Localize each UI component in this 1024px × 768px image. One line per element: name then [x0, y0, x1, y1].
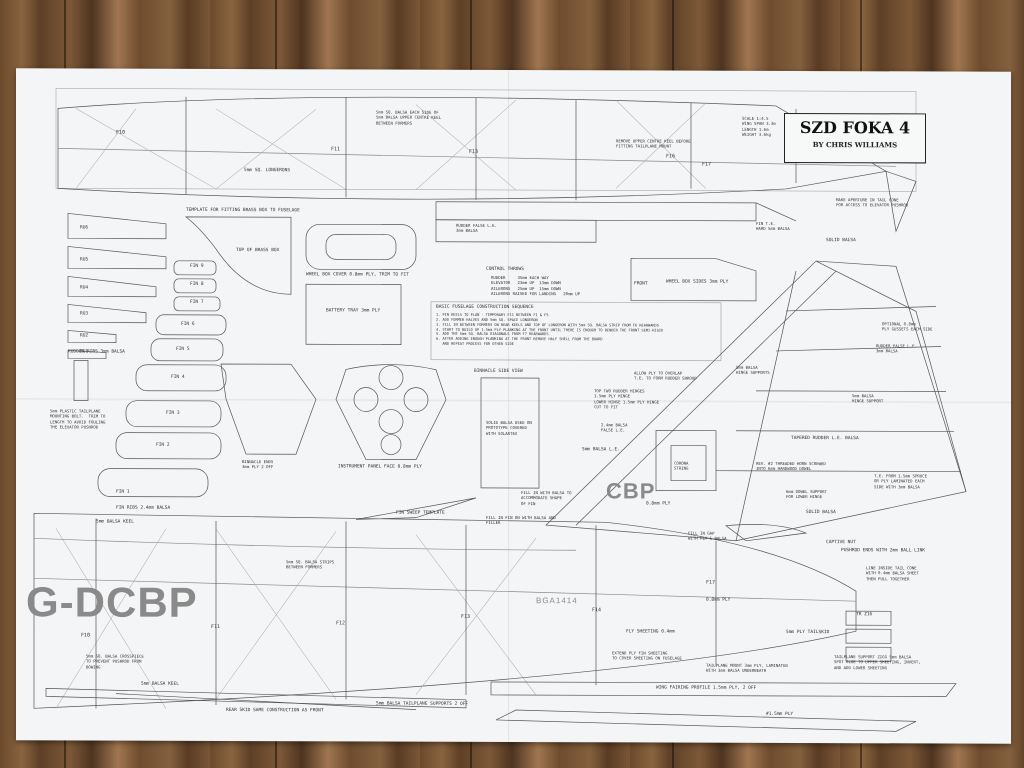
- te-from-note: T.E. FROM 1.5mm SPRUCE OR PLY LAMINATED …: [874, 473, 927, 490]
- horn-screws-note: REV. #2 THREADED HORN SCREWED INTO 6mm H…: [756, 460, 826, 472]
- construction-steps: 1. PIN KEELS TO PLAN - TEMPORARY F11 BET…: [436, 312, 664, 347]
- hinge-support-note: 5mm BALSA HINGE SUPPORT: [852, 393, 884, 404]
- extend-ply-note: EXTEND PLY FIN SHEETING TO COVER SHEETIN…: [612, 650, 682, 661]
- false-le-note: 2.4mm BALSA FALSE L.E.: [601, 422, 628, 433]
- aperture-note: MAKE APERTURE IN TAIL CONE FOR ACCESS TO…: [836, 197, 909, 208]
- rudder-rib-label: RU6: [80, 225, 89, 231]
- line-inside-note: LINE INSIDE TAIL CONE WITH 0.4mm BALSA S…: [866, 565, 919, 582]
- rudder-rib-label: RU3: [80, 311, 89, 317]
- plan-drawing: [33, 88, 967, 732]
- lower-keel-label: 5mm BALSA KEEL: [141, 681, 179, 687]
- rudder-rib-label: RU4: [80, 285, 89, 291]
- fin-rib-label: FIN 5: [176, 346, 190, 352]
- rudder-false-label: RUDDER FALSE L.E. 3mm BALSA: [456, 222, 497, 234]
- fin-top-tip: [885, 170, 917, 233]
- tailplane-supports-label: 5mm BALSA TAILPLANE SUPPORTS 2 OFF: [376, 701, 469, 707]
- fin-rib-label: FIN 9: [190, 263, 204, 269]
- fin-rib-label: FIN 2: [156, 442, 170, 448]
- plastic-bolt-note: 5mm PLASTIC TAILPLANE MOUNTING BOLT. TRI…: [50, 408, 106, 430]
- lower-fuselage-outline: [33, 512, 857, 709]
- fin-sweep-label: FIN SWEEP TEMPLATE: [396, 510, 445, 516]
- former-label: F13: [469, 148, 479, 155]
- rudder-ribs-title: RUDDER RIBS 3mm BALSA: [68, 349, 125, 355]
- rudder-false-le-note: RUDDER FALSE L.E. 3mm BALSA: [876, 343, 917, 354]
- wing-fairing-label: WING FAIRING PROFILE 1.5mm PLY, 2 OFF: [656, 685, 757, 691]
- wheel-box-label: WHEEL BOX COVER 0.8mm PLY, TRIM TO FIT: [306, 272, 409, 278]
- plan-sheet: SZD FOKA 4 BY CHRIS WILLIAMS SCALE 1:4.5…: [16, 68, 1011, 744]
- corona-note: CORONA STRING: [674, 460, 689, 472]
- former-label: F14: [592, 607, 602, 614]
- former-label: F11: [331, 146, 341, 153]
- remove-keel-note: REMOVE UPPER CENTRE KEEL BEFORE FITTING …: [616, 138, 691, 149]
- fin-rib-label: FIN 7: [190, 299, 204, 305]
- tr-label: TR Z16: [856, 612, 873, 618]
- former-label: F17: [706, 579, 716, 586]
- keel-label: 5mm BALSA KEEL: [96, 519, 134, 525]
- title-block: SZD FOKA 4 BY CHRIS WILLIAMS: [784, 112, 926, 164]
- dowel-support-note: 6mm DOWEL SUPPORT FOR LOWER HINGE: [786, 488, 827, 500]
- instrument-panel-label: INSTRUMENT PANEL FACE 0.8mm PLY: [338, 464, 422, 470]
- former-label: F12: [336, 620, 346, 627]
- former-label: F13: [461, 613, 471, 620]
- hinge-supports-note: 5mm BALSA HINGE SUPPORTS: [736, 364, 770, 376]
- plan-author: BY CHRIS WILLIAMS: [812, 140, 898, 150]
- rudder-rib-label: RU2: [80, 333, 89, 339]
- ply-15-label: #1.5mm PLY: [766, 711, 794, 717]
- rudder-rib-label: RU5: [80, 257, 89, 263]
- registration-large: G-DCBP: [26, 578, 198, 626]
- template-label: TEMPLATE FOR FITTING BRASS BOX TO FUSELA…: [186, 207, 300, 214]
- bga-number: BGA1414: [536, 596, 578, 606]
- former-label: F11: [211, 623, 221, 630]
- longeron-label: 5mm SQ. LONGERONS: [244, 168, 291, 174]
- fill-balsa-note: FILL IN WITH BALSA TO ACCOMMODATE SHAPE …: [521, 490, 572, 506]
- fin-rib-label: FIN 6: [181, 321, 195, 327]
- fin-rib-label: FIN 4: [171, 374, 185, 380]
- fin-ribs-title: FIN RIBS 2.4mm BALSA: [116, 505, 171, 511]
- ply-label: 0.8mm PLY: [646, 501, 671, 507]
- construction-title: BASIC FUSELAGE CONSTRUCTION SEQUENCE: [436, 304, 534, 311]
- solid-balsa-label: SOLID BALSA: [826, 238, 856, 244]
- front-label: FRONT: [634, 281, 648, 287]
- fin-rib-label: FIN 3: [166, 410, 180, 416]
- solid-balsa-bottom-label: SOLID BALSA: [806, 510, 836, 516]
- top-two-hinges-note: TOP TWO RUDDER HINGES 1.5mm PLY HINGE LO…: [594, 388, 660, 410]
- control-throws-title: CONTROL THROWS: [486, 266, 524, 273]
- fin-rib-label: FIN 8: [190, 281, 204, 287]
- tailskid-label: 5mm PLY TAILSKID: [786, 629, 830, 636]
- tailplane-mount-note: TAILPLANE MOUNT 3mm PLY, LAMINATED WITH …: [706, 662, 788, 674]
- wheel-box-sides-label: WHEEL BOX SIDES 3mm PLY: [666, 279, 729, 285]
- solid-balsa-note: SOLID BALSA USED ON PROTOTYPE COVERED WI…: [486, 419, 532, 436]
- crossing-strips-note: 5mm SQ. BALSA STRIPS BETWEEN FORMERS: [286, 559, 335, 570]
- captive-nut-label: CAPTIVE NUT: [826, 540, 856, 546]
- fin-rib-label: FIN 1: [116, 489, 130, 495]
- binnacle-ends-label: BINNACLE ENDS 3mm PLY 2 OFF: [242, 459, 274, 470]
- binnacle-side-label: BINNACLE SIDE VIEW: [474, 368, 523, 375]
- fill-fin-note: FILL IN FIN ON WITH BALSA AND FILLER: [486, 514, 556, 526]
- balsa-each-side-note: 5mm SQ. BALSA EACH SIDE OF 5mm BALSA UPP…: [376, 109, 442, 126]
- plan-title: SZD FOKA 4: [799, 117, 911, 138]
- ply-sheet-label: 0.8mm PLY: [706, 597, 731, 603]
- upper-fuselage-outline: [57, 96, 887, 200]
- allow-ply-note: ALLOW PLY TO OVERLAP T.E. TO FORM RUDDER…: [634, 370, 697, 382]
- battery-tray-label: BATTERY TRAY 3mm PLY: [326, 308, 381, 314]
- upper-border: [55, 88, 917, 192]
- fin-te-label: FIN T.E. HARD 5mm BALSA: [756, 220, 790, 232]
- scale-notes: SCALE 1:4.5 WING SPAN 3.3m LENGTH 1.6m W…: [742, 115, 776, 138]
- top-brass-label: TOP OF BRASS BOX: [236, 248, 280, 254]
- pushrod-label: PUSHROD ENDS WITH 2mm BALL LINK: [841, 548, 925, 554]
- fin-outline: [545, 260, 967, 542]
- fill-gap-note: FILL IN GAP WITH PLY & BALSA: [688, 530, 727, 542]
- ply-sheeting-label: FLY SHEETING 0.4mm: [626, 629, 675, 635]
- former-label: F16: [666, 153, 676, 160]
- former-label: F17: [702, 161, 712, 168]
- control-throws-table: RUDDER 35mm EACH WAY ELEVATOR 23mm UP 13…: [491, 274, 581, 297]
- optional-gussets-note: OPTIONAL 0.8mm PLY GUSSETS EACH SIDE: [882, 321, 933, 332]
- former-label: F10: [81, 632, 91, 639]
- balsa-le-label: 5mm BALSA L.E.: [582, 447, 620, 453]
- rear-skid-label: REAR SKID SAME CONSTRUCTION AS FRONT: [226, 707, 324, 714]
- tailplane-support-note: TAILPLANE SUPPORT ZIGG 5mm BALSA SPOT GL…: [834, 654, 921, 671]
- crosspiece-note: 5mm SQ. BALSA CROSSPIECE TO PREVENT PUSH…: [86, 653, 144, 670]
- tapered-le-label: TAPERED RUDDER L.E. BALSA: [791, 435, 859, 442]
- former-label: F10: [116, 129, 126, 136]
